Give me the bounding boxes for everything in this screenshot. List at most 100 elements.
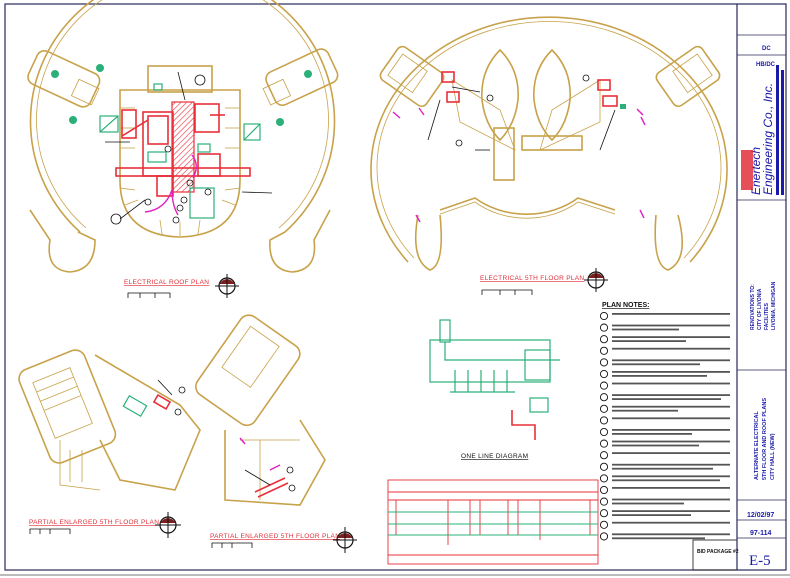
plan-notes-title: PLAN NOTES: [602,302,649,309]
plan-notes-list [599,311,730,541]
note-text-line [612,405,730,408]
note-text-line [612,347,730,350]
note-text-line [612,429,730,431]
bid-package-label: BID PACKAGE #2 [697,549,739,555]
note-text-line [612,394,730,396]
note-text-line [612,533,730,536]
note-number-marker [599,520,609,529]
note-number-marker [599,439,609,448]
partial-plan-2-title: PARTIAL ENLARGED 5TH FLOOR PLAN [210,533,340,540]
plan-note-item [599,474,730,483]
drawn-by: DC [762,46,771,52]
plan-note-item [599,427,730,437]
project-line-2: CITY OF LIVONIA [757,288,763,330]
note-number-marker [599,474,609,483]
note-number-marker [599,497,609,506]
note-number-marker [599,404,609,413]
note-text-line [612,498,730,501]
panel-schedule-table [387,479,599,565]
note-number-marker [599,369,609,379]
note-number-marker [599,346,609,355]
plan-note-item [599,404,730,413]
note-number-marker [599,358,609,367]
note-text-line [612,433,692,435]
note-text-line [612,417,730,420]
plan-note-item [599,439,730,448]
plan-note-item [599,393,730,402]
partial-enlarged-plan-1: PARTIAL ENLARGED 5TH FLOOR PLAN [18,349,201,538]
note-text-line [612,363,700,366]
note-text-line [612,521,730,524]
note-number-marker [599,532,609,541]
sheet-border [4,3,787,571]
note-text-line [612,359,730,362]
note-number-marker [599,509,609,518]
note-text-line [612,375,707,377]
note-text-line [612,487,730,489]
roof-plan-title: ELECTRICAL ROOF PLAN [124,279,209,286]
plan-note-item [599,323,730,332]
plan-note-item [599,509,730,518]
note-text-line [612,502,684,505]
one-line-diagram-title: ONE LINE DIAGRAM [461,453,528,460]
note-text-line [612,371,730,373]
plan-note-item [599,358,730,367]
note-number-marker [599,485,609,495]
plan-note-item [599,485,730,495]
note-text-line [612,479,720,482]
electrical-5th-floor-plan: ELECTRICAL 5TH FLOOR PLAN [370,16,728,295]
sheet-number: E-5 [749,553,771,569]
plan-note-item [599,346,730,355]
sheet-title-1: ALTERNATE ELECTRICAL [754,411,760,480]
company-name-2: Engineering Co., Inc. [761,83,775,195]
project-line-4: LIVONIA, MICHIGAN [771,281,777,330]
note-text-line [612,467,713,470]
company-logo [741,150,753,190]
note-text-line [612,537,705,540]
note-number-marker [599,323,609,332]
note-text-line [612,440,730,443]
note-number-marker [599,335,609,344]
plan-note-item [599,311,730,321]
note-text-line [612,336,730,338]
plan-note-item [599,381,730,390]
note-number-marker [599,393,609,402]
project-line-1: RENOVATIONS TO: [750,284,756,330]
title-block: DC HB/DC Enertech Engineering Co., Inc. … [736,4,786,570]
note-number-marker [599,427,609,437]
plan-note-item [599,416,730,425]
note-number-marker [599,311,609,321]
note-text-line [612,382,730,385]
sheet-title-2: 5TH FLOOR AND ROOF PLANS [762,398,768,480]
plan-note-item [599,451,730,460]
north-arrow-icon [215,274,239,298]
note-text-line [612,452,730,454]
note-text-line [612,510,730,512]
electrical-roof-plan: ELECTRICAL ROOF PLAN [27,0,339,298]
plan-note-item [599,520,730,529]
note-text-line [612,398,721,400]
fifth-floor-plan-title: ELECTRICAL 5TH FLOOR PLAN [480,275,584,282]
plan-note-item [599,497,730,506]
north-arrow-icon [155,512,181,538]
plan-note-item [599,532,730,541]
note-number-marker [599,462,609,471]
note-text-line [612,340,686,342]
job-number: 97-114 [750,530,772,537]
checked-by: HB/DC [756,62,776,68]
note-text-line [612,328,679,331]
note-text-line [612,324,730,327]
note-number-marker [599,416,609,425]
sheet-title-3: CITY HALL (NEW) [770,433,776,480]
note-text-line [612,444,699,447]
plan-note-item [599,369,730,379]
note-text-line [612,514,691,516]
note-number-marker [599,381,609,390]
north-arrow-icon [333,527,357,553]
note-text-line [612,409,678,412]
project-line-3: FACILITIES [764,302,770,330]
bid-package-box [692,539,738,571]
one-line-diagram: ONE LINE DIAGRAM [429,319,560,460]
plan-note-item [599,462,730,471]
